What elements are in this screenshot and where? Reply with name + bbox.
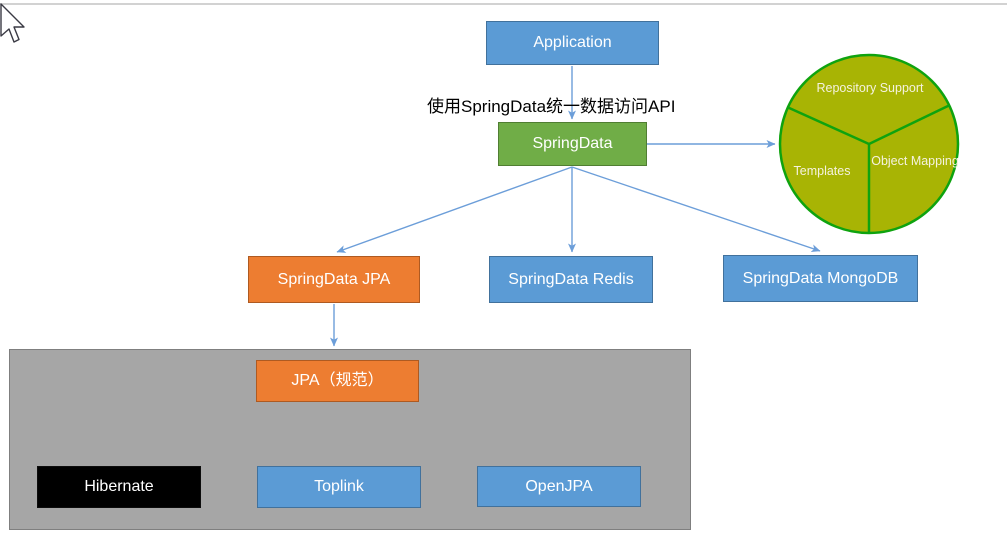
circle-segment-object-mapping: Object Mapping [871, 154, 959, 168]
connector-springdata-jpa [336, 166, 573, 253]
node-springdata-jpa-label: SpringData JPA [277, 270, 391, 288]
springdata-features-circle[interactable] [778, 53, 960, 235]
node-hibernate-label: Hibernate [84, 478, 154, 496]
node-application[interactable]: Application [486, 21, 659, 65]
node-springdata[interactable]: SpringData [498, 122, 647, 166]
circle-divider-northeast [868, 103, 951, 146]
circle-divider-northwest [786, 105, 870, 146]
node-jpa-spec-label: JPA（规范） [291, 372, 384, 390]
node-toplink-label: Toplink [314, 478, 364, 496]
node-toplink[interactable]: Toplink [257, 466, 421, 508]
node-springdata-jpa[interactable]: SpringData JPA [248, 256, 420, 303]
node-springdata-redis[interactable]: SpringData Redis [489, 256, 653, 303]
mouse-cursor-icon [0, 3, 25, 43]
node-springdata-mongodb[interactable]: SpringData MongoDB [723, 255, 918, 302]
circle-segment-templates: Templates [793, 164, 851, 178]
node-springdata-label: SpringData [532, 135, 613, 153]
annotation-text: 使用SpringData统一数据访问API [427, 97, 676, 116]
top-divider-line [0, 3, 1007, 5]
connector-springdata-mongodb [571, 166, 821, 253]
node-jpa-spec[interactable]: JPA（规范） [256, 360, 419, 402]
node-openjpa[interactable]: OpenJPA [477, 466, 641, 507]
node-application-label: Application [533, 34, 612, 52]
node-springdata-mongodb-label: SpringData MongoDB [742, 269, 899, 287]
circle-segment-repository-support: Repository Support [816, 81, 924, 95]
node-openjpa-label: OpenJPA [525, 477, 593, 495]
node-hibernate[interactable]: Hibernate [37, 466, 201, 508]
node-springdata-redis-label: SpringData Redis [508, 270, 634, 288]
